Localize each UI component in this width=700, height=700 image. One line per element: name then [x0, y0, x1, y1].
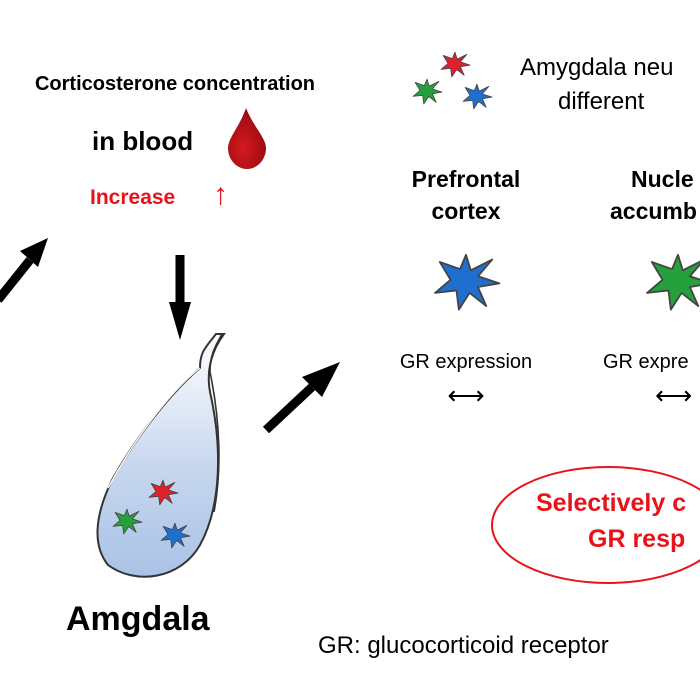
arrow-up-right-left-icon [0, 238, 48, 303]
region-prefrontal-name-line-1: Prefrontal [411, 166, 521, 192]
arrow-down-icon [169, 255, 191, 340]
result-ellipse [491, 466, 700, 584]
region-nucleus-arrow-icon: ⟷ [655, 380, 693, 410]
amygdala-neuron-green-icon [112, 508, 143, 535]
change-arrow-icon: ↑ [213, 178, 228, 211]
footnote: GR: glucocorticoid receptor [318, 632, 609, 659]
region-prefrontal-expression: GR expression [399, 351, 533, 373]
region-nucleus-name-line-2: accumb [610, 198, 697, 224]
neuron-green-icon [412, 78, 443, 105]
region-nucleus-expression: GR expre [603, 351, 689, 373]
region-nucleus-name-line-1: Nucle [631, 166, 694, 192]
amygdala-label: Amgdala [66, 600, 210, 638]
neuron-green-large-icon [646, 253, 700, 311]
result-line-2: GR resp [588, 525, 686, 553]
neuron-blue-icon [462, 83, 493, 110]
blood-title: Corticosterone concentration [34, 73, 316, 95]
result-line-1: Selectively c [536, 489, 687, 517]
neuron-red-icon [440, 51, 471, 78]
arrow-up-right-icon [262, 362, 340, 434]
region-prefrontal-arrow-icon: ⟷ [447, 380, 485, 410]
region-prefrontal-name-line-2: cortex [431, 198, 501, 224]
amygdala-neuron-red-icon [148, 479, 179, 506]
legend-line-1: Amygdala neu [520, 54, 674, 81]
change-label: Increase [90, 186, 176, 209]
blood-subtitle: in blood [92, 126, 194, 156]
amygdala-neuron-blue-icon [160, 522, 191, 549]
neuron-blue-large-icon [434, 253, 501, 311]
blood-drop-icon [228, 108, 266, 169]
legend-line-2: different [558, 88, 645, 115]
